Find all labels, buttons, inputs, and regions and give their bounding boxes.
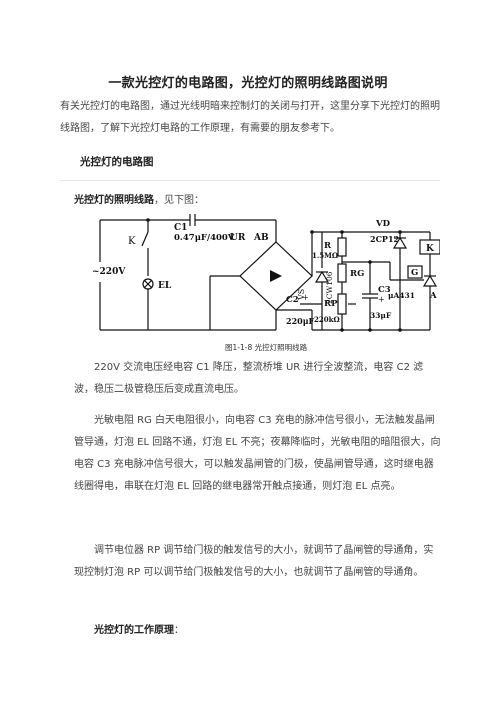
figure-caption: 图1-1-8 光控灯照明线路: [225, 343, 308, 352]
section-divider: [60, 180, 440, 181]
body-paragraph-1: 220V 交流电压经电容 C1 降压，整流桥堆 UR 进行全波整流，电容 C2 …: [74, 362, 424, 395]
label-scr-part: μA431: [388, 291, 415, 300]
label-el: EL: [158, 281, 172, 291]
label-plus-c3: +: [378, 295, 385, 304]
label-vs-part: 2CW106: [325, 271, 334, 304]
label-c1: C1: [174, 223, 187, 233]
article-title: 一款光控灯的电路图，光控灯的照明线路图说明: [108, 76, 388, 91]
label-vd: VD: [375, 219, 391, 229]
principle-heading-colon: ：: [174, 625, 184, 636]
label-c2: C2: [286, 295, 299, 305]
label-voltage: ~220V: [92, 267, 126, 277]
principle-heading: 光控灯的工作原理: [94, 625, 174, 636]
label-c1-value: 0.47μF/400V: [174, 233, 235, 243]
intro-paragraph: 有关光控灯的电路图，通过光线明暗来控制灯的关闭与打开，这里分享下光控灯的照明线路…: [60, 101, 440, 134]
label-vd-part: 2CP12: [370, 234, 399, 244]
body-paragraph-3: 调节电位器 RP 调节给门极的触发信号的大小，就调节了晶闸管的导通角，实现控制灯…: [74, 545, 434, 578]
label-c3-value: 33μF: [370, 311, 392, 320]
figure-intro-bold: 光控灯的照明线路: [74, 195, 154, 206]
label-plus-c2: +: [302, 293, 309, 302]
label-ur: UR: [230, 233, 246, 243]
label-vs: VS: [297, 289, 306, 301]
body-heading-line: 光控灯的工作原理：: [74, 620, 442, 642]
label-ab: AB: [253, 233, 269, 243]
figure-intro-line: 光控灯的照明线路，见下图：: [74, 190, 442, 212]
label-rp: RP: [324, 299, 338, 309]
label-k-relay: K: [426, 244, 435, 254]
label-rp-value: 220kΩ: [314, 315, 340, 324]
figure-intro-rest: ，见下图：: [154, 195, 204, 206]
body-paragraph-2: 光敏电阻 RG 白天电阻很小，向电容 C3 充电的脉冲信号很小，无法触发晶闸管导…: [74, 415, 441, 492]
label-c2-value: 220μF: [286, 316, 315, 326]
label-c3: C3: [378, 285, 391, 295]
section-heading: 光控灯的电路图: [80, 156, 154, 168]
circuit-diagram: K C1 0.47μF/400V UR AB ~220V EL VS 2CW10…: [92, 214, 440, 332]
label-k-left: K: [128, 236, 136, 247]
label-r: R: [324, 241, 332, 251]
label-g: G: [411, 268, 418, 278]
label-a: A: [429, 291, 437, 301]
label-rg: RG: [350, 269, 364, 279]
label-r-value: 1.5MΩ: [312, 251, 338, 260]
